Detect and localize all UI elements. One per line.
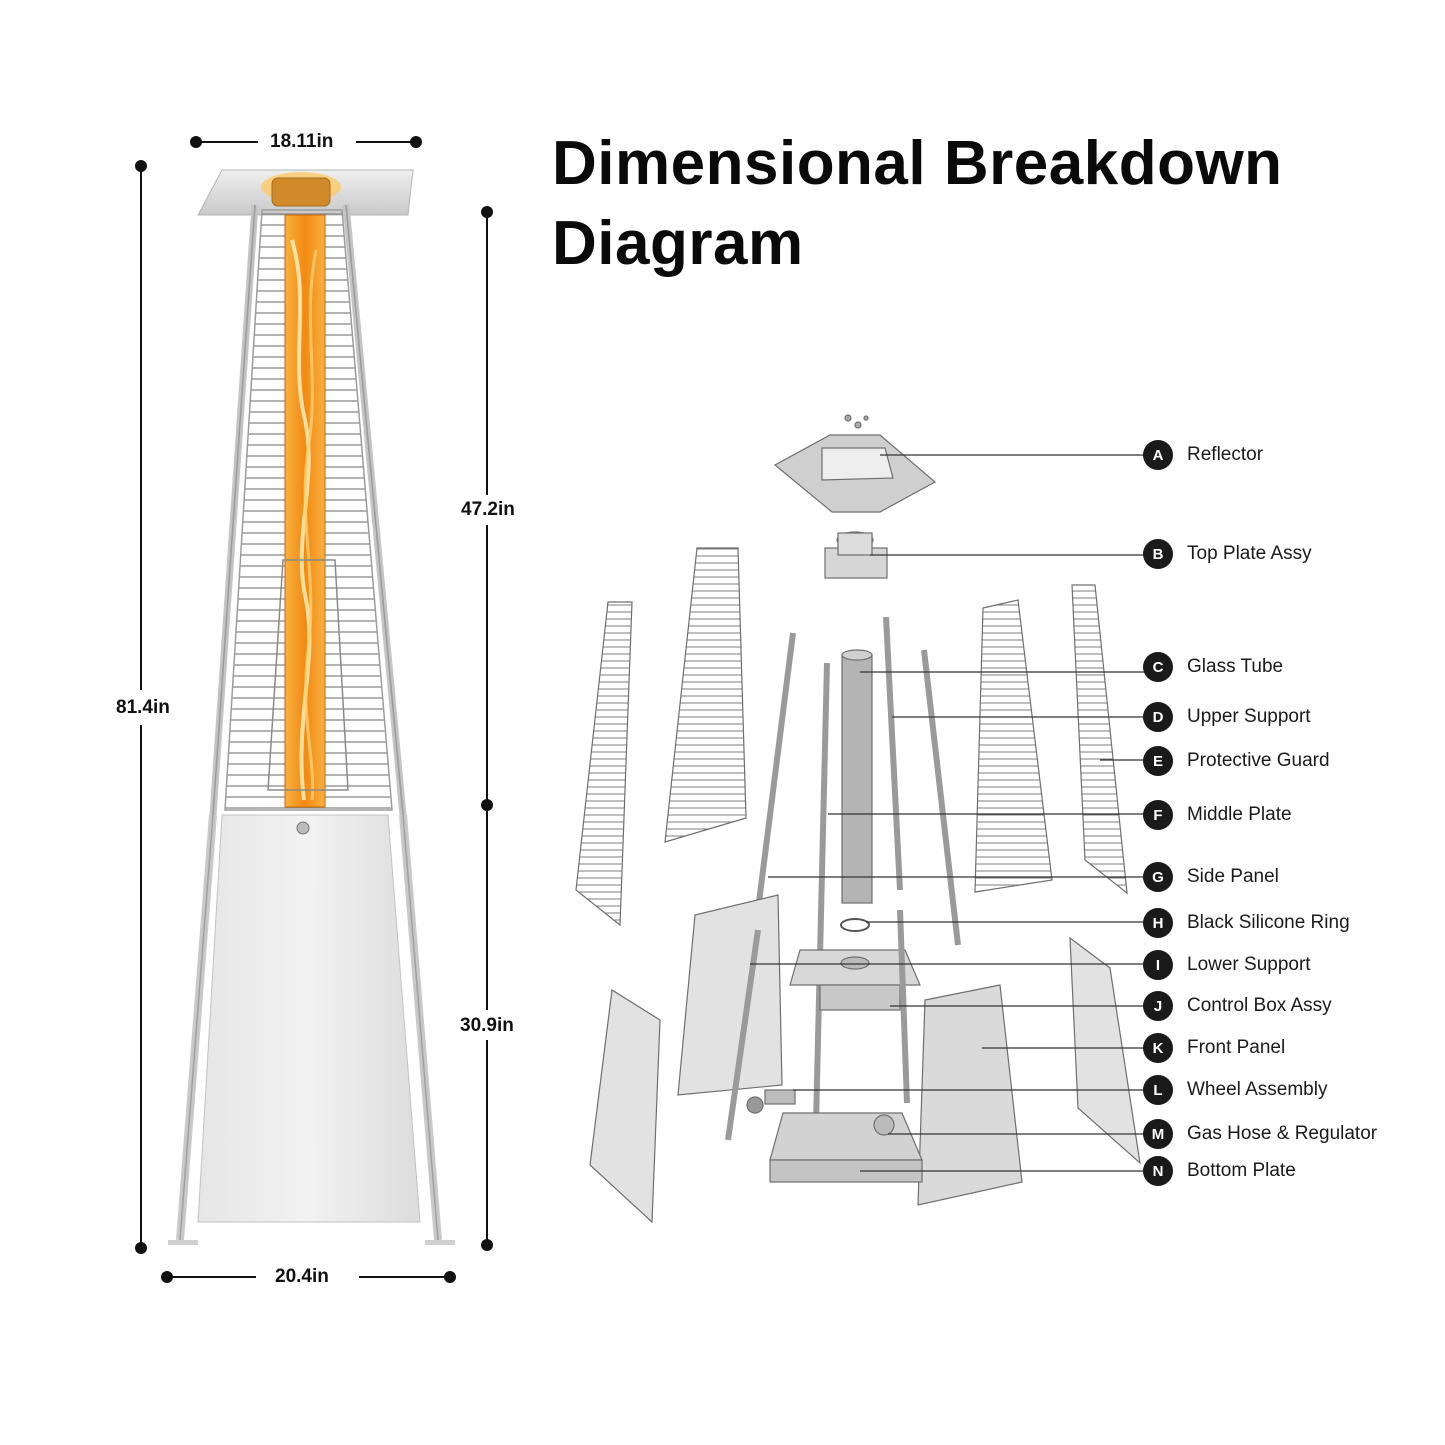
heater-body — [197, 814, 421, 1223]
part-label-n: N Bottom Plate — [1143, 1156, 1296, 1186]
part-badge: L — [1143, 1075, 1173, 1105]
part-badge: B — [1143, 539, 1173, 569]
part-name: Middle Plate — [1187, 804, 1292, 825]
part-name: Black Silicone Ring — [1187, 912, 1350, 933]
exploded-side-panel-1 — [677, 894, 783, 1096]
exploded-side-panel-2 — [589, 988, 661, 1224]
part-badge: K — [1143, 1033, 1173, 1063]
part-label-i: I Lower Support — [1143, 950, 1311, 980]
part-badge: D — [1143, 702, 1173, 732]
part-label-l: L Wheel Assembly — [1143, 1075, 1327, 1105]
heater-burner — [271, 177, 331, 207]
part-label-k: K Front Panel — [1143, 1033, 1285, 1063]
part-name: Protective Guard — [1187, 750, 1330, 771]
part-label-h: H Black Silicone Ring — [1143, 908, 1350, 938]
dimension-base-width: 20.4in — [271, 1266, 333, 1288]
exploded-front-panel — [917, 984, 1023, 1206]
part-name: Side Panel — [1187, 866, 1279, 887]
part-badge: A — [1143, 440, 1173, 470]
part-name: Wheel Assembly — [1187, 1079, 1328, 1100]
exploded-guard-2 — [664, 547, 747, 843]
exploded-guard-4 — [1071, 584, 1128, 895]
leader-lines — [750, 454, 1145, 1172]
part-label-e: E Protective Guard — [1143, 746, 1330, 776]
exploded-side-panel-3 — [1069, 936, 1141, 1165]
exploded-silicone-ring — [840, 918, 870, 932]
part-badge: E — [1143, 746, 1173, 776]
part-label-m: M Gas Hose & Regulator — [1143, 1119, 1377, 1149]
exploded-bottom-plate — [769, 1112, 923, 1161]
part-badge: I — [1143, 950, 1173, 980]
exploded-guard-3 — [974, 599, 1053, 893]
exploded-control-box — [819, 984, 901, 1011]
part-name: Gas Hose & Regulator — [1187, 1123, 1378, 1144]
part-badge: H — [1143, 908, 1173, 938]
part-label-f: F Middle Plate — [1143, 800, 1292, 830]
part-label-g: G Side Panel — [1143, 862, 1279, 892]
exploded-wheel — [764, 1089, 796, 1105]
part-name: Top Plate Assy — [1187, 543, 1312, 564]
part-name: Control Box Assy — [1187, 995, 1332, 1016]
exploded-regulator — [873, 1114, 895, 1136]
part-badge: N — [1143, 1156, 1173, 1186]
exploded-guard-1 — [575, 601, 633, 927]
part-badge: C — [1143, 652, 1173, 682]
part-label-a: A Reflector — [1143, 440, 1263, 470]
part-label-j: J Control Box Assy — [1143, 991, 1332, 1021]
part-label-b: B Top Plate Assy — [1143, 539, 1312, 569]
part-badge: M — [1143, 1119, 1173, 1149]
part-name: Front Panel — [1187, 1037, 1286, 1058]
dimension-lines — [135, 136, 493, 1283]
part-label-c: C Glass Tube — [1143, 652, 1283, 682]
dimension-top-width: 18.11in — [266, 131, 338, 153]
part-name: Lower Support — [1187, 954, 1311, 975]
part-name: Reflector — [1187, 444, 1264, 465]
dimension-upper-height: 47.2in — [457, 499, 519, 521]
exploded-glass-tube — [841, 654, 873, 904]
heater-knob — [296, 821, 310, 835]
part-name: Glass Tube — [1187, 656, 1284, 677]
part-badge: J — [1143, 991, 1173, 1021]
dimension-lower-height: 30.9in — [456, 1015, 518, 1037]
part-badge: F — [1143, 800, 1173, 830]
exploded-view — [575, 414, 1141, 1224]
part-badge: G — [1143, 862, 1173, 892]
part-name: Upper Support — [1187, 706, 1311, 727]
dimension-total-height: 81.4in — [112, 697, 174, 719]
page-title: Dimensional Breakdown Diagram — [552, 129, 1283, 278]
part-label-d: D Upper Support — [1143, 702, 1311, 732]
part-name: Bottom Plate — [1187, 1160, 1296, 1181]
